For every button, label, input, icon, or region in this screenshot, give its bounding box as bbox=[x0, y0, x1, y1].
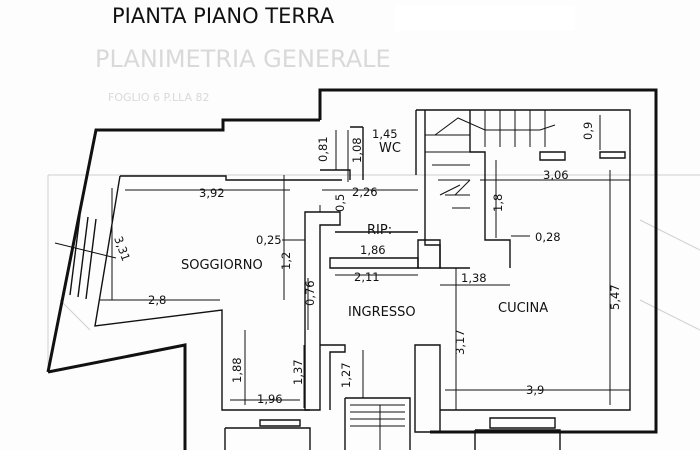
background-subtitle: FOGLIO 6 P.LLA 82 bbox=[108, 91, 209, 104]
wall bbox=[416, 109, 631, 411]
dimension-label: 1,2 bbox=[279, 252, 293, 270]
dimension-line bbox=[125, 179, 630, 191]
wall bbox=[47, 343, 187, 450]
window bbox=[489, 417, 556, 429]
dimension-label: 1,38 bbox=[461, 271, 487, 285]
dimension-label: 3,31 bbox=[111, 234, 133, 263]
background-title: PLANIMETRIA GENERALE bbox=[95, 45, 391, 73]
dimension-label: 0,76 bbox=[303, 280, 317, 306]
dimension-label: 1,86 bbox=[360, 243, 386, 257]
partition-wall bbox=[414, 344, 441, 433]
room-label-soggiorno: SOGGIORNO bbox=[181, 258, 263, 273]
dimension-label: 2,26 bbox=[352, 185, 378, 199]
window bbox=[69, 214, 97, 300]
stair-step bbox=[484, 110, 546, 147]
partition-wall bbox=[304, 211, 341, 411]
dimension-label: 2,8 bbox=[148, 293, 166, 307]
room-label-ingresso: INGRESSO bbox=[348, 305, 416, 320]
entrance-step bbox=[350, 404, 405, 450]
dimension-label: 0,81 bbox=[316, 136, 330, 162]
room-labels: SOGGIORNO INGRESSO CUCINA WC RIP: bbox=[181, 141, 548, 320]
wall bbox=[46, 118, 320, 373]
dimension-label: 1,96 bbox=[257, 392, 283, 406]
window bbox=[259, 419, 301, 427]
wall-stub bbox=[599, 151, 626, 159]
dimension-label: 0,9 bbox=[581, 122, 595, 140]
wall bbox=[474, 429, 561, 450]
room-label-wc: WC bbox=[379, 141, 401, 156]
room-label-rip: RIP: bbox=[367, 223, 392, 238]
dimension-label: 3,17 bbox=[453, 329, 467, 355]
window-marker bbox=[54, 242, 117, 259]
dimension-label: 1,08 bbox=[350, 137, 364, 163]
underlay-line bbox=[59, 219, 700, 331]
dimension-line bbox=[282, 235, 530, 241]
dimension-label: 3,9 bbox=[526, 383, 544, 397]
stair-step bbox=[425, 134, 470, 209]
partition-wall bbox=[320, 169, 351, 180]
dimension-label: 1,45 bbox=[372, 127, 398, 141]
walls bbox=[46, 88, 658, 450]
dimension-label: 0,28 bbox=[535, 230, 561, 244]
dimension-label: 0,25 bbox=[256, 233, 282, 247]
stair-arrow bbox=[434, 117, 556, 196]
dimension-lines bbox=[100, 115, 630, 410]
wall bbox=[350, 126, 364, 180]
dimension-line bbox=[111, 115, 601, 300]
dimension-line bbox=[244, 160, 611, 410]
entrance-steps bbox=[344, 397, 411, 450]
wall-stub bbox=[539, 151, 566, 161]
dimension-label: 5,47 bbox=[608, 284, 622, 310]
partition-wall bbox=[329, 257, 419, 269]
dimension-label: 1,88 bbox=[230, 357, 244, 383]
partition-wall bbox=[417, 239, 441, 269]
dimension-label: 2,11 bbox=[354, 270, 380, 284]
stair-outline bbox=[424, 110, 470, 269]
staircase bbox=[424, 110, 626, 269]
dimension-label: 1,8 bbox=[491, 194, 505, 212]
wall bbox=[120, 175, 342, 181]
room-label-cucina: CUCINA bbox=[498, 301, 548, 316]
dimension-label: 1,37 bbox=[291, 359, 305, 385]
background-underlay: PLANIMETRIA GENERALE FOGLIO 6 P.LLA 82 bbox=[47, 45, 700, 370]
dimension-labels: 0,81 1,08 1,45 0,9 3,92 0,5 2,26 3,06 1,… bbox=[111, 122, 622, 406]
wall bbox=[224, 427, 311, 450]
stair-outline bbox=[469, 110, 511, 268]
page-title: PIANTA PIANO TERRA bbox=[112, 4, 335, 28]
wall bbox=[94, 175, 310, 411]
dimension-line bbox=[100, 274, 630, 401]
dimension-label: 1,27 bbox=[339, 362, 353, 388]
redaction-block bbox=[395, 5, 575, 31]
dimension-label: 3,92 bbox=[199, 186, 225, 200]
dimension-label: 0,5 bbox=[333, 194, 347, 212]
dimension-label: 3,06 bbox=[543, 168, 569, 182]
wall bbox=[318, 88, 658, 434]
underlay-line bbox=[47, 174, 700, 370]
partition-wall bbox=[320, 344, 346, 410]
